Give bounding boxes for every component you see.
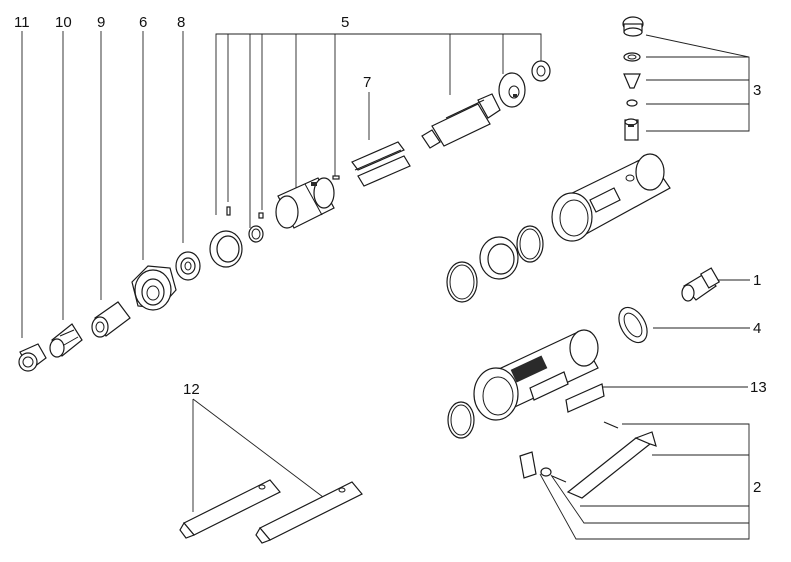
part-13-label-plate bbox=[565, 383, 605, 413]
part-3-washer bbox=[623, 52, 641, 62]
o-ring-housing bbox=[447, 401, 475, 439]
callout-8: 8 bbox=[177, 14, 185, 31]
part-12-wrench-right bbox=[255, 481, 363, 544]
rear-housing bbox=[551, 153, 671, 242]
callout-11: 11 bbox=[14, 14, 30, 31]
part-5-ring-front bbox=[209, 230, 243, 268]
part-8-bearing bbox=[175, 251, 201, 281]
part-3-small-washer bbox=[626, 99, 638, 107]
part-9-sleeve bbox=[91, 301, 131, 338]
callout-9: 9 bbox=[97, 14, 105, 31]
callout-3: 3 bbox=[753, 82, 761, 99]
callout-4: 4 bbox=[753, 320, 761, 337]
part-12-wrench-left bbox=[179, 479, 281, 539]
part-11-nut bbox=[18, 343, 47, 372]
part-2-lever bbox=[566, 431, 657, 499]
part-5-small-ring bbox=[248, 225, 264, 243]
part-5-pin bbox=[226, 206, 264, 219]
callout-2: 2 bbox=[753, 479, 761, 496]
o-ring-front bbox=[446, 261, 478, 303]
part-5-cylinder bbox=[275, 177, 335, 229]
leader-lines bbox=[21, 31, 750, 540]
callout-7: 7 bbox=[363, 74, 371, 91]
part-3-screw-cap bbox=[622, 16, 644, 37]
part-5-end-plate bbox=[498, 72, 526, 108]
part-10-collet bbox=[49, 323, 83, 358]
part-7-rotor-vanes bbox=[351, 141, 411, 187]
part-3-sleeve-screw bbox=[624, 118, 639, 141]
part-1-fitting bbox=[681, 267, 721, 302]
part-6-hex-nut bbox=[131, 265, 177, 311]
main-housing bbox=[473, 329, 599, 421]
part-3-valve bbox=[623, 73, 641, 89]
part-2-spring bbox=[540, 467, 567, 483]
part-2-pin bbox=[603, 421, 619, 429]
part-2-trigger bbox=[519, 451, 537, 479]
part-4-filter-disc bbox=[618, 306, 648, 344]
part-5-small-key bbox=[332, 175, 340, 180]
callout-1: 1 bbox=[753, 272, 761, 289]
o-ring-large bbox=[516, 225, 544, 263]
part-5-rear-bearing bbox=[531, 60, 551, 82]
callout-10: 10 bbox=[55, 14, 72, 31]
callout-12: 12 bbox=[183, 381, 200, 398]
callout-6: 6 bbox=[139, 14, 147, 31]
part-5-rotor-shaft bbox=[421, 93, 501, 149]
callout-13: 13 bbox=[750, 379, 767, 396]
callout-5: 5 bbox=[341, 14, 349, 31]
ring-thick bbox=[479, 236, 519, 280]
